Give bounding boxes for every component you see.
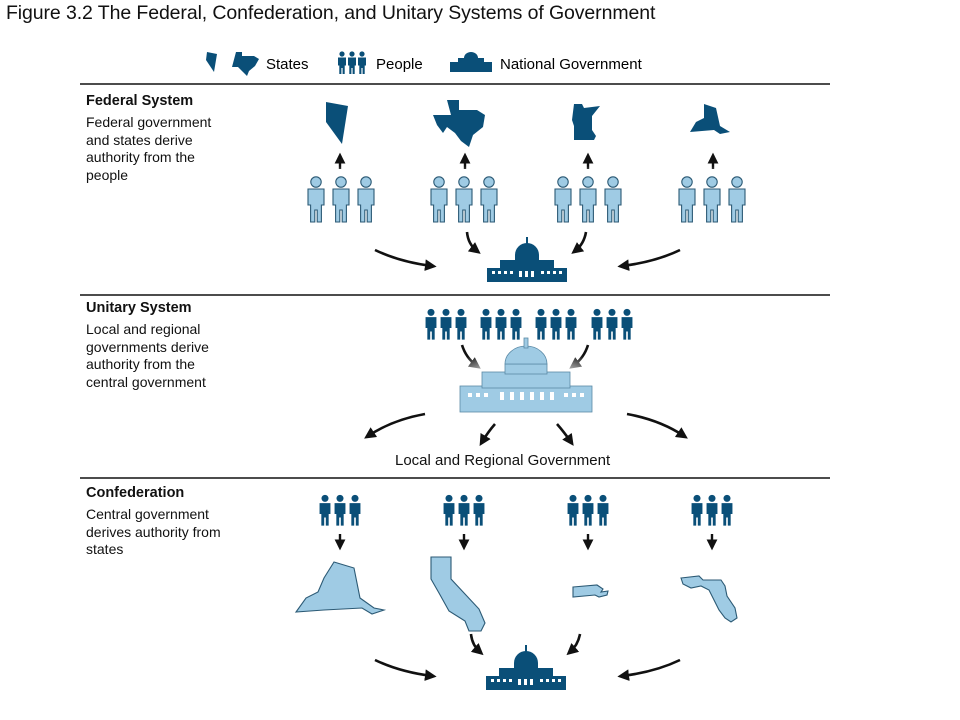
- federal-up-arrows: [334, 152, 719, 169]
- federal-title: Federal System: [86, 93, 194, 109]
- confederation-down-arrows: [334, 534, 718, 551]
- legend: States People National Government: [206, 51, 643, 76]
- unitary-desc-line: Local and regional: [86, 321, 201, 337]
- people-group-icon: [591, 308, 633, 340]
- state-california-icon: [430, 556, 486, 632]
- central-capitol-building-icon: [431, 337, 621, 428]
- people-group-icon: [654, 166, 770, 234]
- capitol-building-icon: [487, 237, 567, 282]
- people-group-icon: [530, 166, 646, 234]
- people-group-icon: [406, 166, 522, 234]
- federal-desc-line: Federal government: [86, 114, 212, 130]
- unitary-title: Unitary System: [86, 300, 192, 316]
- local-regional-government-label: Local and Regional Government: [395, 452, 611, 469]
- legend-national-icon: [450, 52, 492, 72]
- legend-states-icon: [206, 52, 259, 76]
- figure-title: Figure 3.2 The Federal, Confederation, a…: [6, 2, 656, 24]
- people-group-icon: [535, 308, 577, 340]
- unitary-desc-line: central government: [86, 373, 206, 390]
- people-group-icon: [443, 494, 485, 526]
- confederation-title: Confederation: [86, 485, 185, 501]
- unitary-curved-arrows-out: [364, 412, 688, 447]
- federal-desc-line: authority from the: [86, 149, 195, 165]
- federal-desc-line: and states derive: [86, 131, 193, 148]
- legend-national-label: National Government: [500, 56, 643, 73]
- unitary-desc-line: authority from the: [86, 356, 195, 372]
- people-group-icon: [283, 166, 399, 234]
- confederation-curved-arrows: [374, 633, 681, 681]
- federal-description: Federal government and states derive aut…: [86, 114, 276, 184]
- federal-people-groups: [283, 166, 770, 234]
- state-florida-icon: [680, 575, 738, 623]
- federal-curved-arrows: [374, 231, 681, 271]
- people-group-icon: [425, 308, 467, 340]
- state-massachusetts-icon: [572, 584, 609, 598]
- capitol-building-icon: [486, 645, 566, 690]
- state-newyork-icon: [690, 104, 730, 134]
- federal-states: [326, 100, 730, 147]
- people-group-icon: [567, 494, 609, 526]
- confederation-desc-line: Central government: [86, 506, 209, 522]
- state-minnesota-icon: [572, 104, 600, 140]
- confederation-states: [280, 552, 772, 632]
- people-group-icon: [319, 494, 361, 526]
- confederation-desc-line: derives authority from: [86, 523, 221, 540]
- people-group-icon: [480, 308, 522, 340]
- unitary-people-groups: [425, 308, 633, 340]
- federal-desc-line: people: [86, 166, 129, 183]
- state-nevada-icon: [326, 102, 348, 144]
- legend-states-label: States: [266, 56, 309, 73]
- confederation-description: Central government derives authority fro…: [86, 506, 276, 559]
- confederation-desc-line: states: [86, 541, 124, 557]
- legend-people-icon: [338, 51, 366, 74]
- legend-people-label: People: [376, 56, 423, 73]
- people-group-icon: [691, 494, 733, 526]
- state-newyork-icon: [294, 561, 387, 615]
- unitary-desc-line: governments derive: [86, 338, 209, 355]
- confederation-people-groups: [319, 494, 733, 526]
- state-texas-icon: [433, 100, 485, 147]
- unitary-description: Local and regional governments derive au…: [86, 321, 276, 391]
